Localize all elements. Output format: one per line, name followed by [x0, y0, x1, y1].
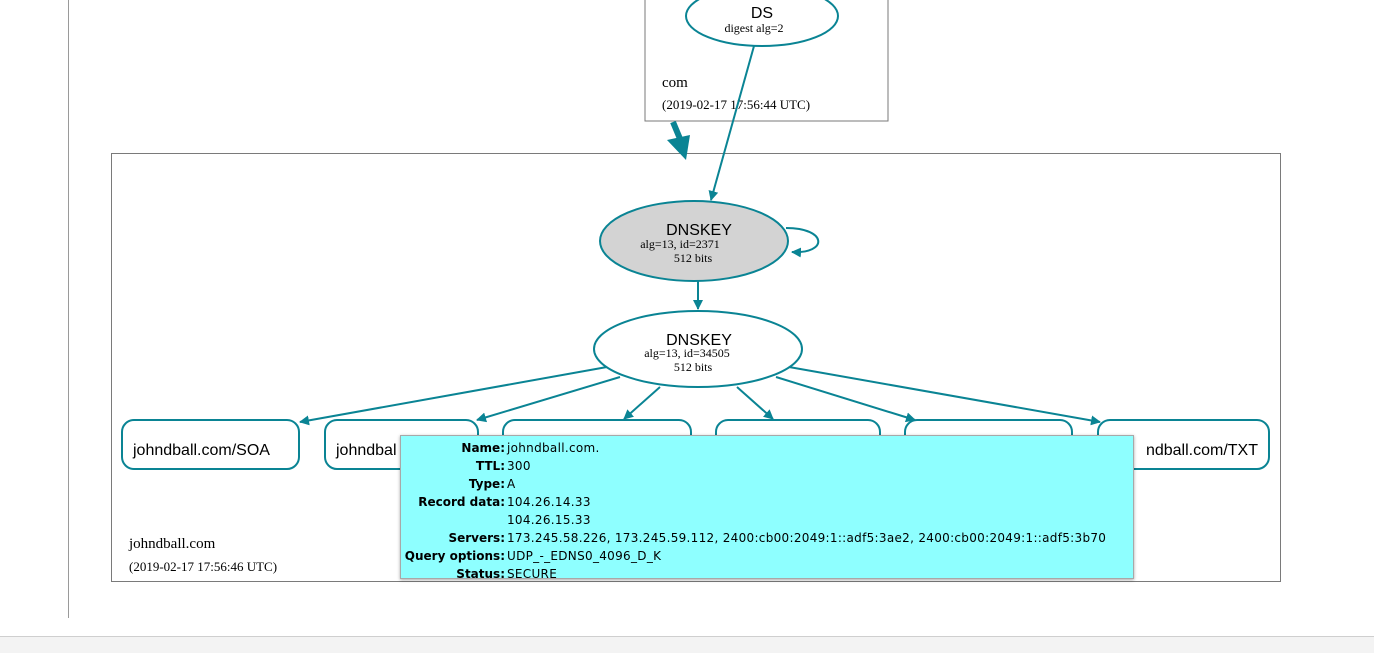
tooltip-key: Servers:	[448, 531, 505, 545]
tooltip-row-servers: Servers: 173.245.58.226, 173.245.59.112,…	[401, 529, 1106, 547]
tooltip-key: Record data:	[418, 495, 505, 509]
tooltip-row-name: Name: johndball.com.	[401, 439, 1106, 457]
child-zone-timestamp: (2019-02-17 17:56:46 UTC)	[129, 559, 277, 574]
zsk-node-title: DNSKEY	[666, 332, 732, 349]
tooltip-value: johndball.com.	[507, 441, 600, 455]
parent-zone-name: com	[662, 75, 688, 91]
ds-node-title: DS	[751, 5, 773, 22]
ksk-node[interactable]: DNSKEY alg=13, id=2371 512 bits	[599, 200, 789, 282]
rrset-node-label: johndball.com/SOA	[132, 442, 270, 459]
ksk-node-size: 512 bits	[674, 251, 713, 265]
child-zone-name: johndball.com	[128, 536, 216, 552]
delegation-arrowhead	[667, 135, 690, 160]
ksk-node-title: DNSKEY	[666, 222, 732, 239]
tooltip-row-record-data: Record data: 104.26.14.33	[401, 493, 1106, 511]
tooltip-value: 104.26.15.33	[507, 513, 591, 527]
tooltip-row-status: Status: SECURE	[401, 565, 1106, 583]
zsk-to-rrset-edge	[788, 366, 1101, 426]
tooltip-row-record-data-cont: 104.26.15.33	[401, 511, 1106, 529]
zsk-to-rrset-edge	[299, 366, 608, 426]
tooltip-value: UDP_-_EDNS0_4096_D_K	[507, 549, 662, 563]
tooltip-row-query-options: Query options: UDP_-_EDNS0_4096_D_K	[401, 547, 1106, 565]
zsk-to-rrset-edge	[476, 376, 621, 423]
tooltip-row-type: Type: A	[401, 475, 1106, 493]
rrset-node-label: ndball.com/TXT	[1146, 442, 1258, 459]
tooltip-value: 300	[507, 459, 531, 473]
rrset-node-soa[interactable]: johndball.com/SOA	[121, 419, 300, 470]
rrset-node-txt[interactable]: ndball.com/TXT	[1097, 419, 1270, 470]
tooltip-row-ttl: TTL: 300	[401, 457, 1106, 475]
rrset-node-label: johndbal	[335, 442, 397, 459]
zsk-node[interactable]: DNSKEY alg=13, id=34505 512 bits	[593, 310, 803, 388]
tooltip-key: Query options:	[404, 549, 505, 563]
tooltip-key: Status:	[456, 567, 505, 581]
tooltip-key: TTL:	[475, 459, 505, 473]
ds-node[interactable]: DS digest alg=2	[685, 0, 839, 47]
zsk-to-rrset-edge	[736, 386, 774, 420]
tooltip-value: 104.26.14.33	[507, 495, 591, 509]
tooltip-value: SECURE	[507, 567, 558, 581]
tooltip-key: Type:	[468, 477, 505, 491]
tooltip-key	[401, 511, 507, 529]
record-tooltip: Name: johndball.com. TTL: 300 Type: A Re…	[400, 435, 1134, 581]
ksk-self-sign-edge	[785, 227, 820, 258]
tooltip-table: Name: johndball.com. TTL: 300 Type: A Re…	[401, 439, 1106, 583]
tooltip-value: 173.245.58.226, 173.245.59.112, 2400:cb0…	[507, 531, 1107, 545]
parent-zone-timestamp: (2019-02-17 17:56:44 UTC)	[662, 97, 810, 112]
left-margin-rule	[68, 0, 69, 618]
zsk-node-algorithm: alg=13, id=34505	[644, 346, 730, 360]
ksk-node-algorithm: alg=13, id=2371	[640, 237, 720, 251]
ds-to-ksk-edge	[708, 45, 755, 201]
zsk-to-rrset-edge	[623, 386, 661, 420]
ds-node-detail: digest alg=2	[724, 21, 783, 35]
footer-bar	[0, 636, 1374, 653]
zsk-node-size: 512 bits	[674, 360, 713, 374]
tooltip-key: Name:	[461, 441, 505, 455]
zsk-to-rrset-edge	[775, 376, 916, 423]
tooltip-value: A	[507, 477, 516, 491]
